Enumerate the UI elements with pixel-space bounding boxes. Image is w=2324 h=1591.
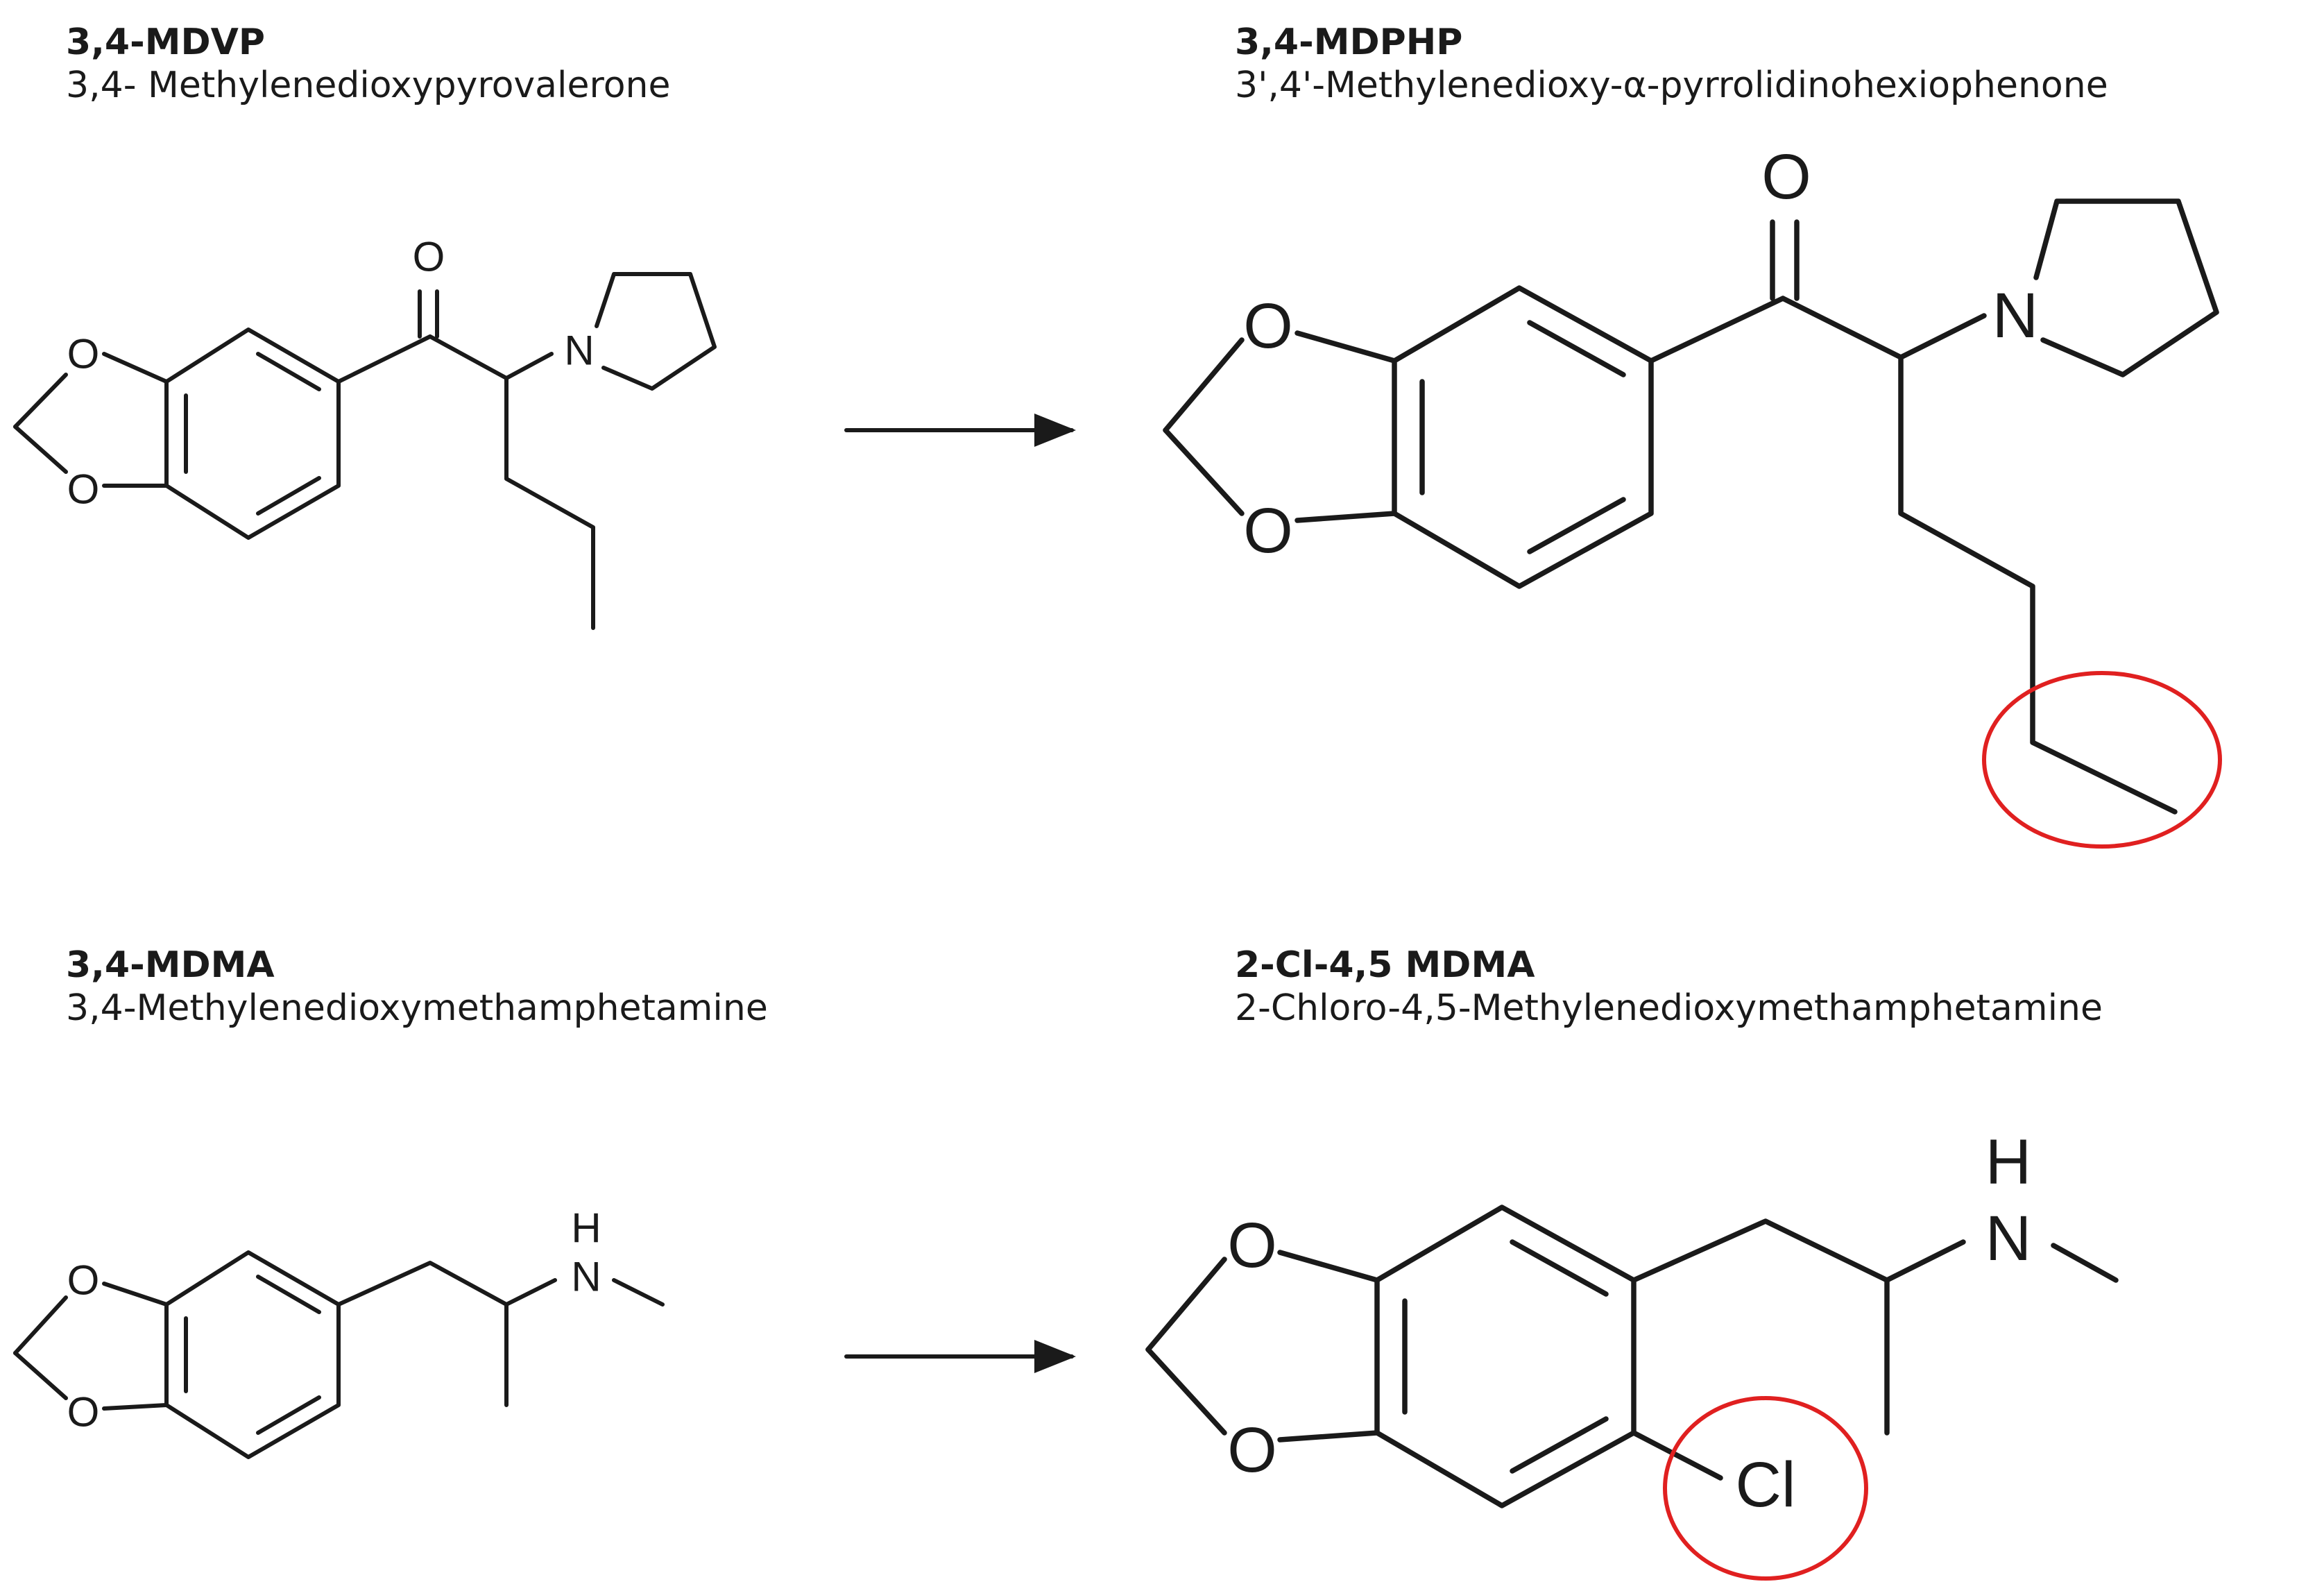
cl-mdma-nitrogen: N xyxy=(1985,1203,2031,1274)
mdphp-oxygen-2: O xyxy=(1243,495,1293,566)
cl-mdma-chlorine: Cl xyxy=(1736,1449,1796,1520)
mdphp-label: 3,4-MDPHP 3',4'-Methylenedioxy-α-pyrroli… xyxy=(1235,21,2108,107)
cl-mdma-oxygen-2: O xyxy=(1227,1415,1277,1486)
mdphp-structure: O O O N xyxy=(1163,142,2222,849)
mdphp-benzene-ring xyxy=(1392,285,1654,589)
mdma-full-name: 3,4-Methylenedioxymethamphetamine xyxy=(66,987,768,1029)
mdma-oxygen-2: O xyxy=(67,1389,100,1436)
mdvp-oxygen-2: O xyxy=(67,466,100,513)
mdphp-carbonyl-oxygen: O xyxy=(1761,142,1811,212)
mdvp-full-name: 3,4- Methylenedioxypyrovalerone xyxy=(66,65,671,106)
mdma-structure: O O N H xyxy=(13,1205,665,1459)
mdma-hydrogen: H xyxy=(571,1205,601,1252)
mdvp-pyrrolidine-ring xyxy=(595,272,717,391)
mdphp-full-name: 3',4'-Methylenedioxy-α-pyrrolidinohexiop… xyxy=(1235,65,2108,106)
mdma-abbreviation: 3,4-MDMA xyxy=(66,944,275,986)
mdma-label: 3,4-MDMA 3,4-Methylenedioxymethamphetami… xyxy=(66,944,768,1030)
mdma-nitrogen: N xyxy=(571,1254,601,1300)
mdvp-benzene-ring xyxy=(164,327,341,540)
cl-mdma-hydrogen: H xyxy=(1985,1127,2031,1198)
mdvp-nitrogen: N xyxy=(564,327,594,374)
cl-mdma-structure: O O N H Cl xyxy=(1145,1127,2119,1581)
mdphp-highlight-circle xyxy=(1982,671,2222,849)
mdvp-structure: O O O N xyxy=(13,234,717,630)
mdma-benzene-ring xyxy=(164,1250,341,1459)
mdphp-nitrogen: N xyxy=(1992,280,2038,351)
mdphp-pyrrolidine-ring xyxy=(2033,198,2219,377)
cl-mdma-highlight-circle xyxy=(1663,1396,1868,1581)
mdvp-abbreviation: 3,4-MDVP xyxy=(66,22,265,63)
mdphp-oxygen-1: O xyxy=(1243,291,1293,361)
cl-mdma-oxygen-1: O xyxy=(1227,1210,1277,1281)
mdvp-carbonyl-oxygen: O xyxy=(413,234,445,280)
cl-mdma-abbreviation: 2-Cl-4,5 MDMA xyxy=(1235,944,1535,986)
cl-mdma-full-name: 2-Chloro-4,5-Methylenedioxymethamphetami… xyxy=(1235,987,2103,1029)
mdma-oxygen-1: O xyxy=(67,1257,100,1304)
mdvp-oxygen-1: O xyxy=(67,331,100,377)
cl-mdma-label: 2-Cl-4,5 MDMA 2-Chloro-4,5-Methylenediox… xyxy=(1235,944,2103,1030)
cl-mdma-benzene-ring xyxy=(1374,1205,1637,1508)
mdphp-abbreviation: 3,4-MDPHP xyxy=(1235,22,1463,63)
mdvp-label: 3,4-MDVP 3,4- Methylenedioxypyrovalerone xyxy=(66,21,670,107)
